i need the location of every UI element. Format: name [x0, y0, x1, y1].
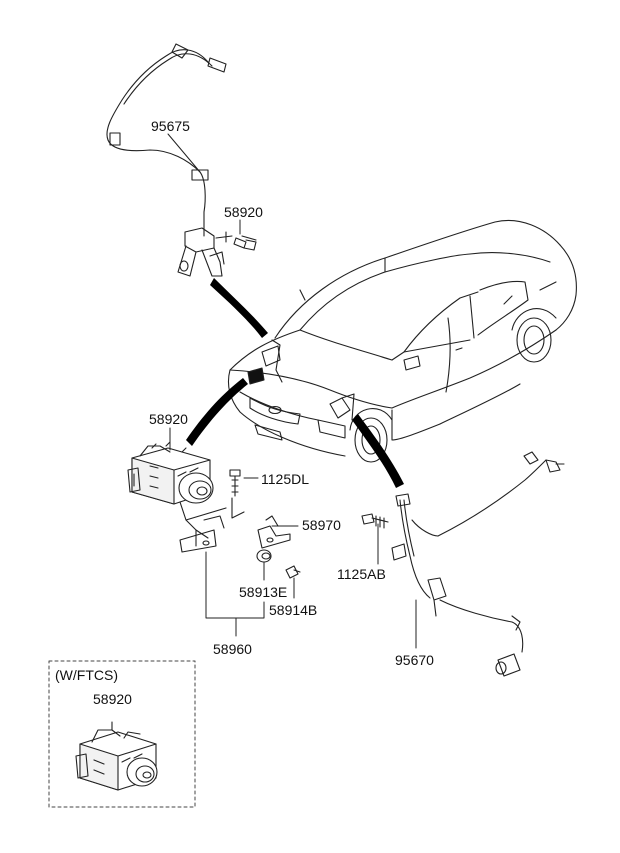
part-label-58970: 58970: [302, 517, 341, 533]
part-label-1125DL: 1125DL: [261, 471, 310, 487]
location-arrows: [186, 278, 404, 488]
part-label-58960: 58960: [213, 641, 252, 657]
harness-95670-drawing: [391, 451, 565, 677]
inset-title: (W/FTCS): [55, 667, 118, 683]
part-label-58913E: 58913E: [239, 584, 288, 600]
inset-abs-module-drawing: [75, 721, 158, 791]
part-label-58920-top: 58920: [224, 204, 263, 220]
inset-box: [48, 660, 196, 808]
car-sensor-location: [329, 393, 355, 421]
part-label-1125AB: 1125AB: [337, 566, 386, 582]
leader-lines: [167, 133, 417, 649]
abs-module-drawing: [127, 441, 214, 505]
part-label-95670: 95670: [395, 652, 434, 668]
bolt-1125DL-drawing: [229, 469, 241, 497]
harness-95675-drawing: [106, 43, 233, 277]
part-label-58914B: 58914B: [269, 602, 318, 618]
part-label-95675: 95675: [151, 118, 190, 134]
bracket-58970-drawing: [257, 515, 291, 549]
bolt-58920-top-drawing: [233, 235, 257, 251]
part-label-58920-mid: 58920: [149, 411, 188, 427]
bolt-58914B-drawing: [285, 565, 301, 579]
grommet-58913E-drawing: [256, 549, 272, 563]
car-abs-location: [247, 339, 283, 385]
bolt-1125AB-drawing: [361, 513, 389, 529]
bracket-58960-drawing: [179, 497, 245, 553]
car-drawing: [227, 219, 577, 463]
part-label-58920-inset: 58920: [93, 691, 132, 707]
